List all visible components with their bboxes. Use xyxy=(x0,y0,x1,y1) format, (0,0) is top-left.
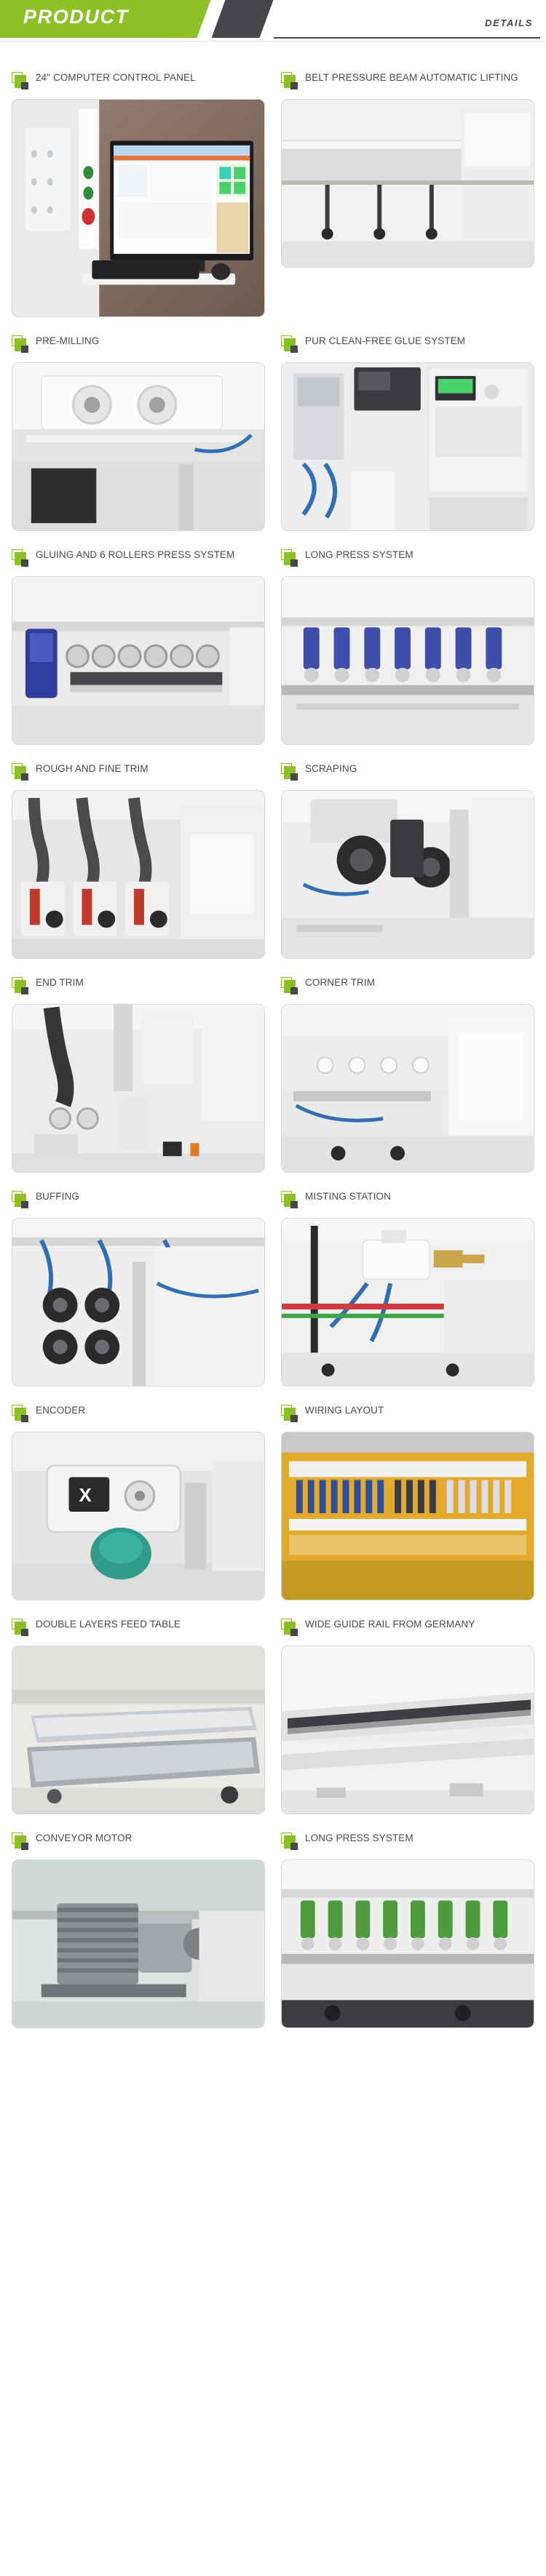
square-marker-icon xyxy=(281,1405,298,1424)
feature-card[interactable]: CONVEYOR MOTOR xyxy=(12,1826,265,2028)
feature-card[interactable]: DOUBLE LAYERS FEED TABLE xyxy=(12,1612,265,1814)
feature-label: BELT PRESSURE BEAM AUTOMATIC LIFTING xyxy=(305,72,518,83)
feature-caption: MISTING STATION xyxy=(281,1184,534,1218)
square-marker-icon xyxy=(281,549,298,568)
computer-control-panel-photo xyxy=(12,99,265,317)
square-marker-icon xyxy=(281,1833,298,1851)
header-dark-slant xyxy=(211,0,274,38)
square-marker-icon xyxy=(281,1191,298,1210)
feature-label: WIDE GUIDE RAIL FROM GERMANY xyxy=(305,1619,475,1630)
feature-caption: BELT PRESSURE BEAM AUTOMATIC LIFTING xyxy=(281,65,534,99)
feature-caption: GLUING AND 6 ROLLERS PRESS SYSTEM xyxy=(12,543,265,576)
square-marker-icon xyxy=(281,977,298,996)
feature-label: WIRING LAYOUT xyxy=(305,1405,384,1416)
feature-card[interactable]: GLUING AND 6 ROLLERS PRESS SYSTEM xyxy=(12,543,265,745)
feature-card[interactable]: END TRIM xyxy=(12,970,265,1173)
page-title: PRODUCT xyxy=(23,6,129,28)
feature-card[interactable]: WIRING LAYOUT xyxy=(281,1398,534,1600)
rough-fine-trim-photo xyxy=(12,790,265,959)
page-subtitle: DETAILS xyxy=(485,17,533,28)
feature-label: SCRAPING xyxy=(305,763,357,774)
square-marker-icon xyxy=(12,549,29,568)
feature-card[interactable]: ROUGH AND FINE TRIM xyxy=(12,757,265,959)
feature-card[interactable]: BUFFING xyxy=(12,1184,265,1387)
square-marker-icon xyxy=(281,72,298,91)
feature-label: LONG PRESS SYSTEM xyxy=(305,1833,414,1843)
feature-label: CONVEYOR MOTOR xyxy=(36,1833,132,1843)
misting-station-photo xyxy=(281,1218,534,1387)
square-marker-icon xyxy=(12,1619,29,1638)
svg-text:X: X xyxy=(79,1486,91,1506)
feature-label: MISTING STATION xyxy=(305,1191,391,1202)
feature-card[interactable]: LONG PRESS SYSTEM xyxy=(281,543,534,745)
feature-caption: SCRAPING xyxy=(281,757,534,790)
feature-card[interactable]: SCRAPING xyxy=(281,757,534,959)
feature-caption: PRE-MILLING xyxy=(12,329,265,362)
feature-card[interactable]: PRE-MILLING xyxy=(12,329,265,531)
feature-caption: WIDE GUIDE RAIL FROM GERMANY xyxy=(281,1612,534,1646)
feature-caption: END TRIM xyxy=(12,970,265,1004)
feature-label: PRE-MILLING xyxy=(36,335,100,346)
feature-caption: 24" COMPUTER CONTROL PANEL xyxy=(12,65,265,99)
feature-caption: BUFFING xyxy=(12,1184,265,1218)
feature-label: ROUGH AND FINE TRIM xyxy=(36,763,149,774)
feature-caption: CORNER TRIM xyxy=(281,970,534,1004)
feature-label: 24" COMPUTER CONTROL PANEL xyxy=(36,72,196,83)
square-marker-icon xyxy=(281,335,298,354)
product-feature-grid: 24" COMPUTER CONTROL PANEL BELT PRESSURE … xyxy=(0,55,546,2059)
header-rule xyxy=(274,37,540,39)
square-marker-icon xyxy=(281,763,298,782)
square-marker-icon xyxy=(12,335,29,354)
feature-card[interactable]: WIDE GUIDE RAIL FROM GERMANY xyxy=(281,1612,534,1814)
square-marker-icon xyxy=(12,1191,29,1210)
feature-caption: PUR CLEAN-FREE GLUE SYSTEM xyxy=(281,329,534,362)
feature-card[interactable]: CORNER TRIM xyxy=(281,970,534,1173)
encoder-photo: X xyxy=(12,1432,265,1600)
feature-caption: WIRING LAYOUT xyxy=(281,1398,534,1432)
feature-label: BUFFING xyxy=(36,1191,79,1202)
wide-guide-rail-photo xyxy=(281,1646,534,1814)
feature-card[interactable]: ENCODER X xyxy=(12,1398,265,1600)
feature-caption: LONG PRESS SYSTEM xyxy=(281,1826,534,1859)
feature-label: LONG PRESS SYSTEM xyxy=(305,549,414,560)
feature-caption: ROUGH AND FINE TRIM xyxy=(12,757,265,790)
square-marker-icon xyxy=(12,977,29,996)
feature-card[interactable]: 24" COMPUTER CONTROL PANEL xyxy=(12,65,265,317)
pur-glue-system-photo xyxy=(281,362,534,531)
feature-card[interactable]: BELT PRESSURE BEAM AUTOMATIC LIFTING xyxy=(281,65,534,317)
feature-caption: CONVEYOR MOTOR xyxy=(12,1826,265,1859)
feature-label: GLUING AND 6 ROLLERS PRESS SYSTEM xyxy=(36,549,235,560)
feature-label: PUR CLEAN-FREE GLUE SYSTEM xyxy=(305,335,466,346)
corner-trim-photo xyxy=(281,1004,534,1173)
end-trim-photo xyxy=(12,1004,265,1173)
feature-caption: LONG PRESS SYSTEM xyxy=(281,543,534,576)
feature-label: DOUBLE LAYERS FEED TABLE xyxy=(36,1619,181,1630)
feature-label: END TRIM xyxy=(36,977,84,988)
square-marker-icon xyxy=(12,1405,29,1424)
square-marker-icon xyxy=(12,763,29,782)
feature-label: CORNER TRIM xyxy=(305,977,376,988)
belt-pressure-beam-photo xyxy=(281,99,534,268)
feature-card[interactable]: LONG PRESS SYSTEM xyxy=(281,1826,534,2028)
feature-card[interactable]: MISTING STATION xyxy=(281,1184,534,1387)
buffing-photo xyxy=(12,1218,265,1387)
feature-caption: ENCODER xyxy=(12,1398,265,1432)
conveyor-motor-photo xyxy=(12,1859,265,2028)
square-marker-icon xyxy=(281,1619,298,1638)
square-marker-icon xyxy=(12,1833,29,1851)
pre-milling-photo xyxy=(12,362,265,531)
feature-card[interactable]: PUR CLEAN-FREE GLUE SYSTEM xyxy=(281,329,534,531)
double-layers-feed-table-photo xyxy=(12,1646,265,1814)
wiring-layout-photo xyxy=(281,1432,534,1600)
page-header: PRODUCT DETAILS xyxy=(0,0,546,55)
long-press-system-photo-2 xyxy=(281,1859,534,2028)
long-press-system-photo xyxy=(281,576,534,745)
feature-caption: DOUBLE LAYERS FEED TABLE xyxy=(12,1612,265,1646)
square-marker-icon xyxy=(12,72,29,91)
gluing-rollers-press-photo xyxy=(12,576,265,745)
feature-label: ENCODER xyxy=(36,1405,86,1416)
scraping-photo xyxy=(281,790,534,959)
